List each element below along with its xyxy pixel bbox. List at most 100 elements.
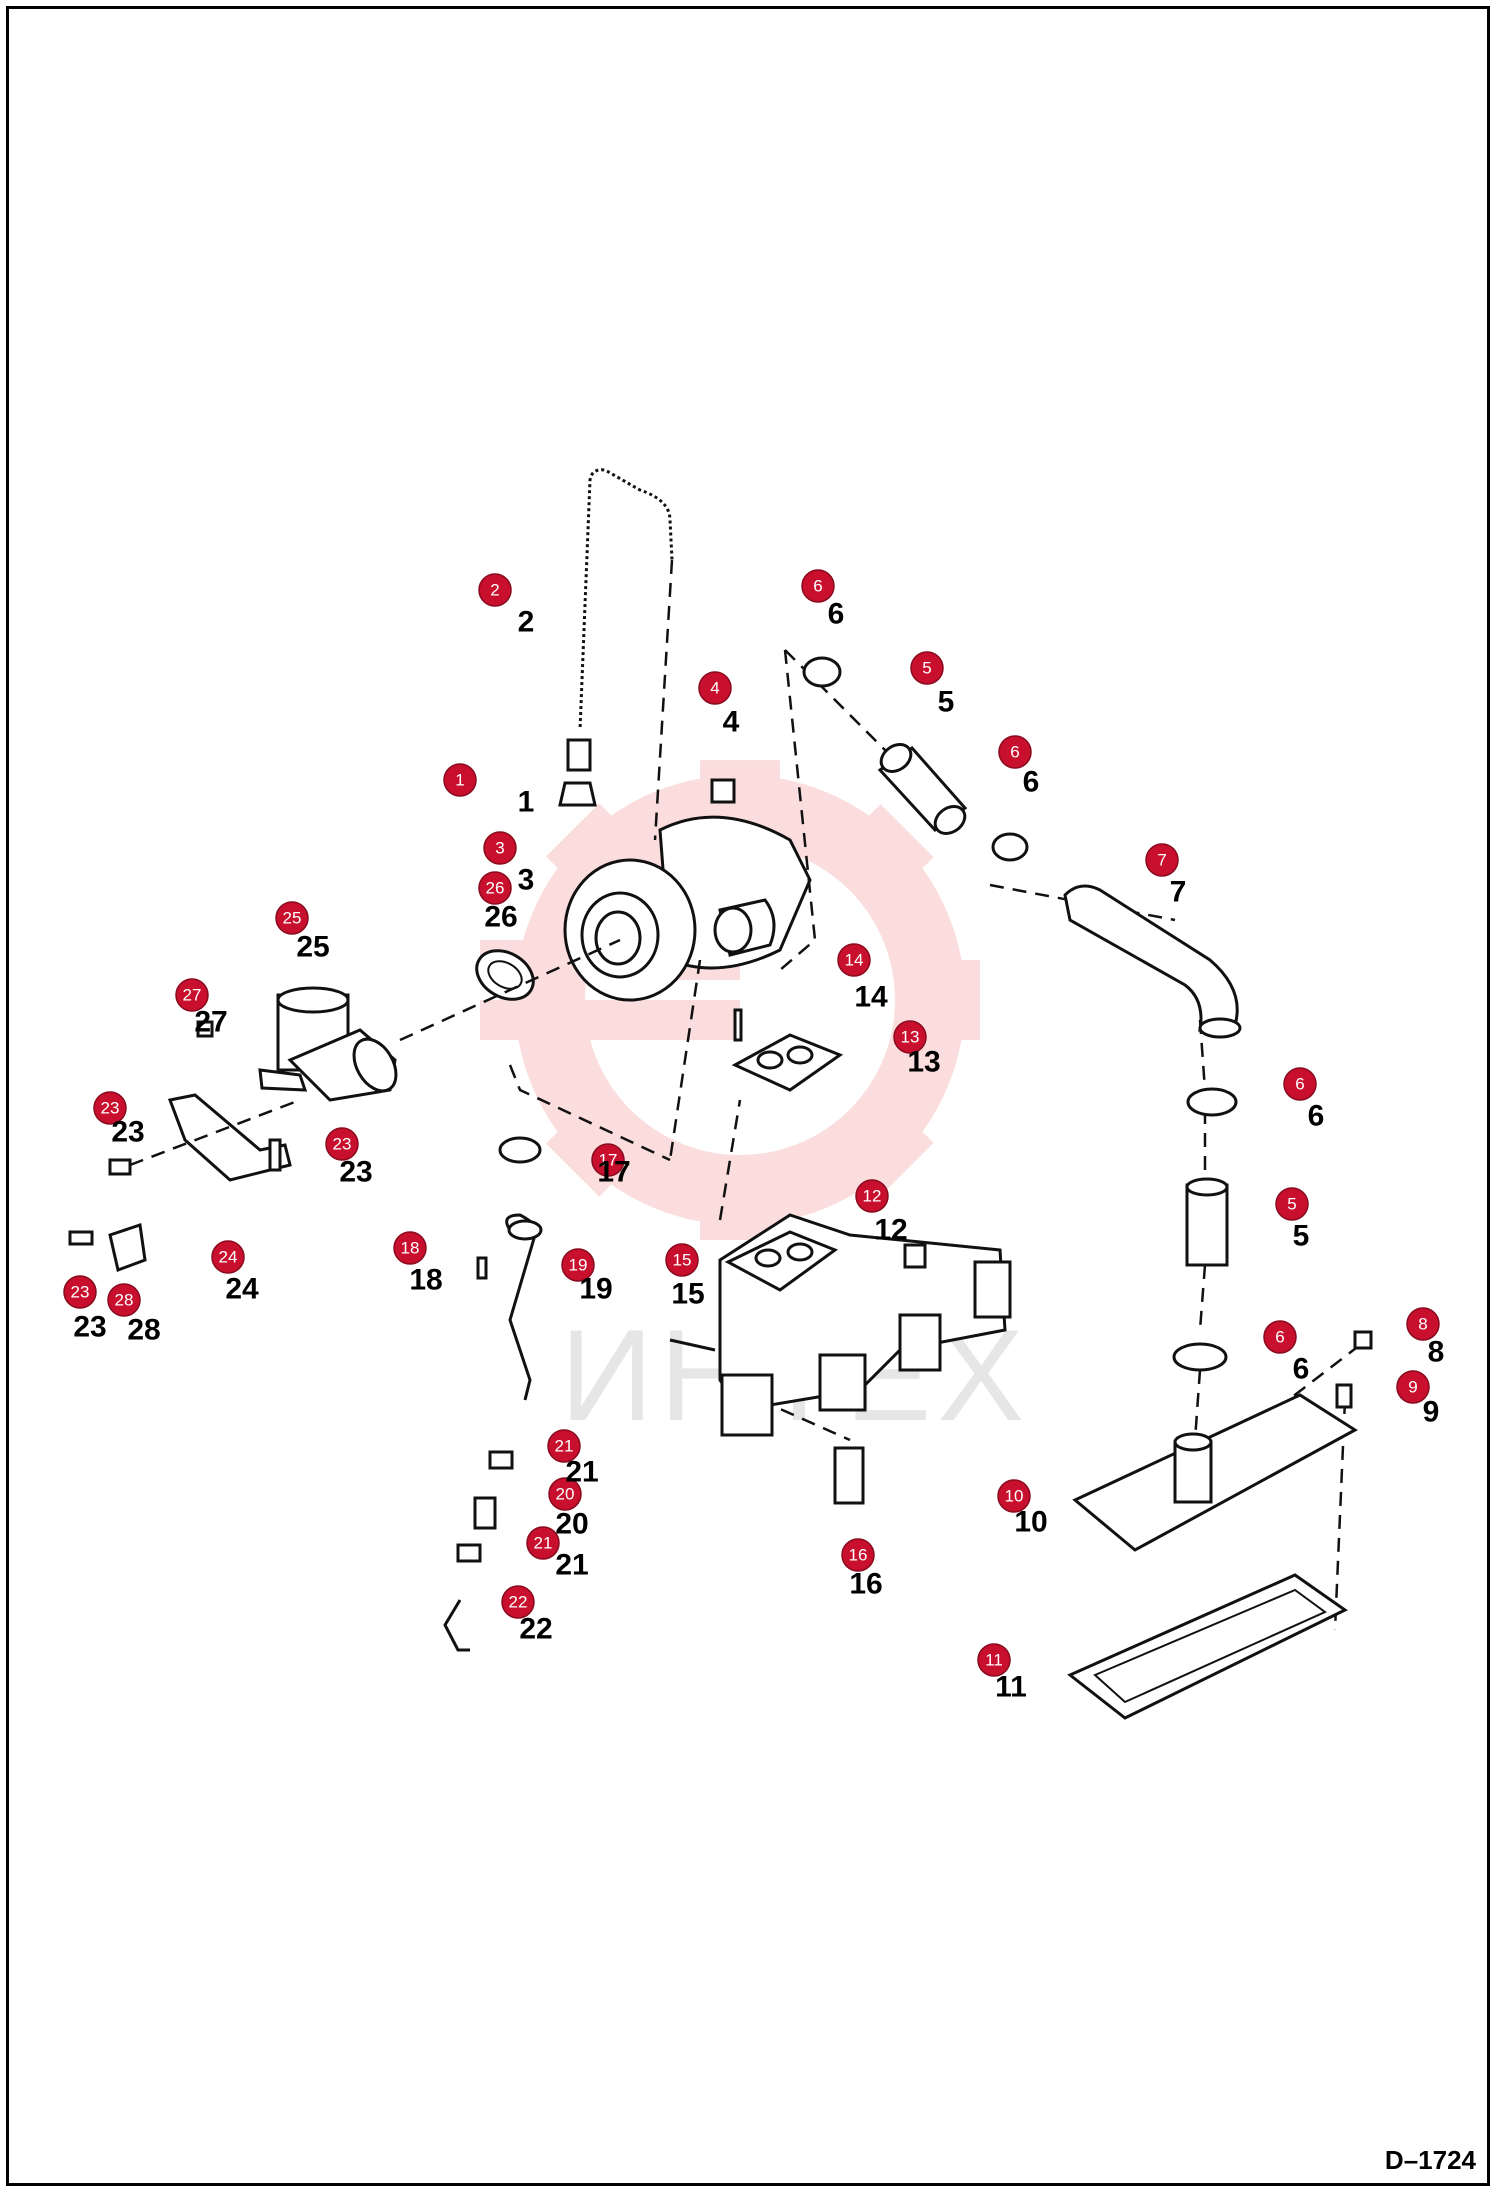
part-label-20: 20: [555, 1508, 588, 1541]
callout-marker-27: 27: [175, 978, 209, 1012]
bracket-part: [258, 1068, 308, 1092]
callout-number: 6: [813, 577, 822, 596]
bolt-part: [196, 1020, 214, 1038]
callout-number: 7: [1157, 851, 1166, 870]
bracket-part: [167, 1093, 292, 1182]
screw-part: [476, 1256, 488, 1280]
callout-marker-6: 6: [1263, 1320, 1297, 1354]
callout-number: 6: [1295, 1075, 1304, 1094]
callout-marker-17: 17: [591, 1143, 625, 1177]
part-number-label: 10: [1014, 1506, 1047, 1539]
callout-marker-2: 2: [478, 573, 512, 607]
part-number-label: 24: [225, 1273, 259, 1306]
part-number-label: 21: [565, 1456, 598, 1489]
part-label-5: 5: [1293, 1220, 1310, 1253]
callout-number: 27: [183, 986, 202, 1005]
callout-marker-23: 23: [93, 1091, 127, 1125]
cover-gasket-part: [1067, 1573, 1348, 1720]
part-label-6: 6: [828, 598, 845, 631]
clamp-part: [488, 1450, 514, 1470]
part-number-label: 20: [555, 1508, 588, 1541]
part-label-14: 14: [854, 981, 888, 1014]
part-number-label: 4: [723, 706, 740, 739]
callout-number: 20: [556, 1485, 575, 1504]
callout-marker-6: 6: [1283, 1067, 1317, 1101]
part-label-18: 18: [409, 1264, 442, 1297]
part-number-label: 2: [518, 606, 535, 639]
cover-plate-part: [1072, 1393, 1358, 1552]
callout-marker-14: 14: [837, 943, 871, 977]
part-label-11: 11: [995, 1671, 1027, 1704]
diagram-frame: [6, 6, 1490, 2186]
callout-marker-18: 18: [393, 1231, 427, 1265]
callout-marker-6: 6: [801, 569, 835, 603]
part-number-label: 13: [907, 1046, 940, 1079]
part-number-label: 6: [1023, 766, 1040, 799]
callout-number: 22: [509, 1593, 528, 1612]
callout-number: 28: [115, 1291, 134, 1310]
callout-marker-3: 3: [483, 831, 517, 865]
part-number-label: 8: [1428, 1336, 1445, 1369]
bolt-part: [1353, 1330, 1373, 1350]
callout-marker-4: 4: [698, 671, 732, 705]
callout-marker-15: 15: [665, 1243, 699, 1277]
part-number-label: 23: [73, 1311, 106, 1344]
part-number-label: 18: [409, 1264, 442, 1297]
part-label-28: 28: [127, 1314, 160, 1347]
callout-marker-13: 13: [893, 1020, 927, 1054]
part-label-13: 13: [907, 1046, 940, 1079]
part-number-label: 11: [995, 1671, 1027, 1704]
oil-supply-line: [566, 467, 674, 772]
part-label-6: 6: [1293, 1353, 1310, 1386]
callout-marker-7: 7: [1145, 843, 1179, 877]
fitting-part: [558, 781, 597, 807]
part-label-15: 15: [671, 1278, 704, 1311]
callout-number: 4: [710, 679, 719, 698]
callout-number: 21: [534, 1534, 553, 1553]
callout-number: 1: [455, 771, 464, 790]
callout-number: 26: [486, 879, 505, 898]
callout-marker-8: 8: [1406, 1307, 1440, 1341]
part-label-6: 6: [1308, 1100, 1325, 1133]
part-number-label: 17: [597, 1156, 630, 1189]
drawing-code-label: D–1724: [1384, 2145, 1476, 2175]
callout-marker-16: 16: [841, 1538, 875, 1572]
part-label-8: 8: [1428, 1336, 1445, 1369]
part-number-label: 14: [854, 981, 888, 1014]
bolt-part: [68, 1230, 94, 1246]
callout-number: 21: [555, 1437, 574, 1456]
callout-number: 3: [495, 839, 504, 858]
part-number-label: 6: [1308, 1100, 1325, 1133]
connector-part: [473, 1496, 497, 1530]
turbocharger-part: [563, 815, 812, 1002]
part-number-label: 27: [194, 1006, 227, 1039]
bolt-part: [268, 1138, 282, 1172]
callout-number: 14: [845, 951, 864, 970]
callout-marker-21: 21: [526, 1526, 560, 1560]
part-number-label: 9: [1423, 1396, 1440, 1429]
callout-number: 19: [569, 1256, 588, 1275]
callout-marker-10: 10: [997, 1479, 1031, 1513]
part-number-label: 12: [874, 1214, 907, 1247]
part-label-3: 3: [518, 864, 535, 897]
callout-marker-23: 23: [325, 1127, 359, 1161]
callout-number: 11: [985, 1651, 1003, 1670]
clamp-part: [456, 1543, 482, 1563]
callout-marker-20: 20: [548, 1477, 582, 1511]
callout-number: 16: [849, 1546, 868, 1565]
callout-number: 15: [673, 1251, 692, 1270]
tube-part: [877, 743, 968, 835]
callout-number: 2: [490, 581, 499, 600]
bolt-part: [1335, 1383, 1353, 1409]
part-label-10: 10: [1014, 1506, 1047, 1539]
part-number-label: 6: [1293, 1353, 1310, 1386]
port-gasket-part: [833, 1446, 865, 1505]
hose-part: [443, 1599, 470, 1652]
part-label-9: 9: [1423, 1396, 1440, 1429]
callout-marker-22: 22: [501, 1585, 535, 1619]
callout-number: 24: [219, 1248, 238, 1267]
part-number-label: 3: [518, 864, 535, 897]
part-label-4: 4: [723, 706, 740, 739]
part-label-21: 21: [565, 1456, 598, 1489]
part-number-label: 1: [518, 786, 535, 819]
